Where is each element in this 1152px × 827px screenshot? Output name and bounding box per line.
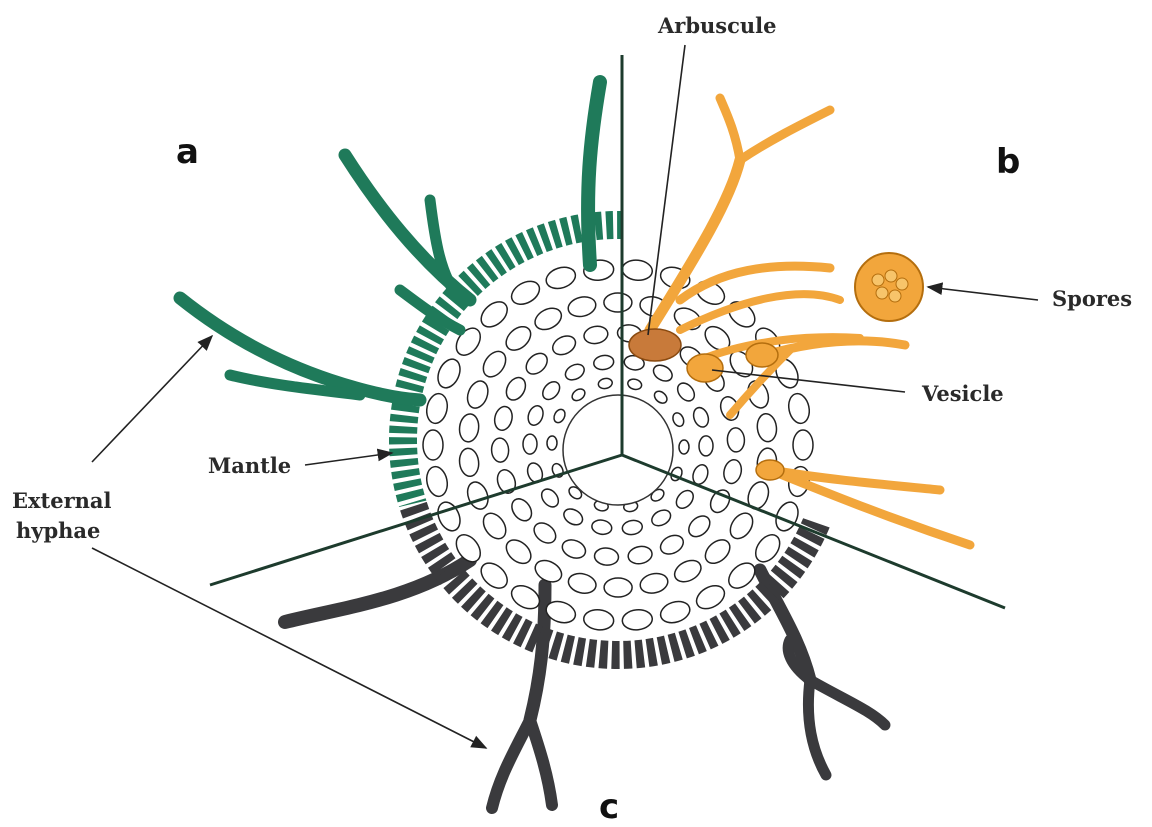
- panel-b: b: [996, 142, 1020, 182]
- spore: [855, 253, 923, 321]
- cortex-cell: [649, 507, 673, 529]
- cortex-cell: [651, 362, 675, 384]
- cortex-cell: [671, 556, 705, 586]
- cortex-cell: [464, 479, 492, 512]
- cortex-cell: [679, 440, 689, 454]
- cortex-cell: [701, 535, 735, 568]
- cortex-cell: [638, 571, 670, 596]
- cortex-cell: [756, 413, 778, 443]
- mantle-arrow: [305, 453, 392, 465]
- cortex-cell: [566, 294, 598, 319]
- cortex-cell: [464, 378, 492, 411]
- cortex-cell: [538, 486, 562, 510]
- arbuscule: [629, 329, 681, 361]
- cortex-cell: [621, 519, 643, 536]
- cortex-cell: [502, 322, 536, 355]
- cortex-cell: [424, 465, 450, 499]
- cortex-cell: [594, 547, 620, 566]
- cortex-cell: [424, 392, 450, 426]
- cortex-cell: [621, 608, 653, 631]
- cortex-cell: [674, 380, 698, 404]
- vesicle-3: [756, 460, 784, 480]
- cortex-cell: [522, 349, 551, 378]
- cortex-cell: [531, 304, 565, 334]
- cortex-cell: [458, 413, 480, 443]
- cortex-cell: [583, 324, 610, 345]
- cortex-cell: [423, 430, 443, 460]
- cortex-cell: [727, 428, 745, 453]
- cortex-cell: [691, 406, 711, 430]
- vesicle: [687, 354, 723, 382]
- cortex-cell: [508, 581, 544, 613]
- cortex-cell: [530, 519, 559, 547]
- cortex-cell: [726, 509, 758, 543]
- external-arrow-up: [92, 336, 212, 462]
- cortex-cell: [547, 436, 557, 450]
- pointers: [92, 45, 1038, 748]
- cortex-cell: [652, 389, 669, 406]
- cortex-cell: [658, 598, 693, 626]
- cortex-cell: [532, 556, 566, 586]
- cortex-cell: [627, 545, 654, 566]
- cortex-cell: [604, 578, 632, 597]
- cortex-cell: [561, 506, 585, 528]
- cortex-cell: [593, 354, 615, 371]
- cortex-cell: [673, 487, 697, 511]
- cortex-cell: [476, 297, 512, 332]
- cortex-cell: [479, 347, 511, 381]
- cortex-cell: [552, 407, 567, 424]
- cortex-cell: [591, 518, 613, 535]
- cortex-cell: [503, 374, 530, 403]
- cortex-cell: [523, 434, 537, 454]
- cortex-cell: [560, 537, 589, 562]
- cortex-cell: [491, 438, 509, 463]
- cortex-cell: [563, 361, 587, 383]
- label-mantle: Mantle: [208, 453, 291, 478]
- label-spores: Spores: [1052, 286, 1132, 311]
- cortex-cell: [627, 378, 643, 391]
- dark-hyphae-c: [285, 560, 885, 808]
- label-external-line2: hyphae: [16, 518, 100, 543]
- cortex-cell: [786, 392, 812, 426]
- cortex-cell: [724, 558, 760, 593]
- cortex-cell: [526, 404, 546, 428]
- cortex-cell: [479, 509, 511, 543]
- cortex-cell: [621, 259, 653, 282]
- cortex-cell: [693, 581, 729, 613]
- cortex-cell: [458, 447, 480, 477]
- cortex-cell: [508, 277, 544, 309]
- cortex-cell: [721, 458, 743, 485]
- cortex-cell: [434, 499, 464, 535]
- label-vesicle: Vesicle: [921, 381, 1004, 406]
- spores-arrow: [928, 287, 1038, 300]
- cortex-cell: [550, 332, 579, 358]
- cortex-cell: [502, 535, 536, 568]
- cortex-cell: [699, 436, 713, 456]
- cortex-cell: [583, 608, 615, 631]
- vesicle-pointer: [712, 370, 905, 392]
- panel-a: a: [176, 132, 199, 172]
- cortex-cell: [657, 532, 686, 558]
- cortex-cell: [597, 377, 613, 390]
- panel-c: c: [599, 787, 619, 822]
- stele: [563, 395, 673, 505]
- cortex-cell: [566, 571, 598, 596]
- cortex-cell: [508, 495, 536, 524]
- cortex-cell: [685, 512, 714, 541]
- cortex-cell: [793, 430, 813, 460]
- label-arbuscule: Arbuscule: [657, 13, 777, 38]
- cortex-cell: [492, 405, 514, 432]
- cortex-cell: [539, 378, 563, 402]
- cortex-cell: [434, 356, 464, 392]
- cortex-cell: [543, 264, 578, 292]
- label-external-line1: External: [12, 488, 112, 513]
- cortex-cell: [570, 387, 587, 403]
- vesicle-2: [746, 343, 778, 367]
- cortex-cell: [604, 293, 632, 312]
- cortex-cell: [671, 411, 686, 428]
